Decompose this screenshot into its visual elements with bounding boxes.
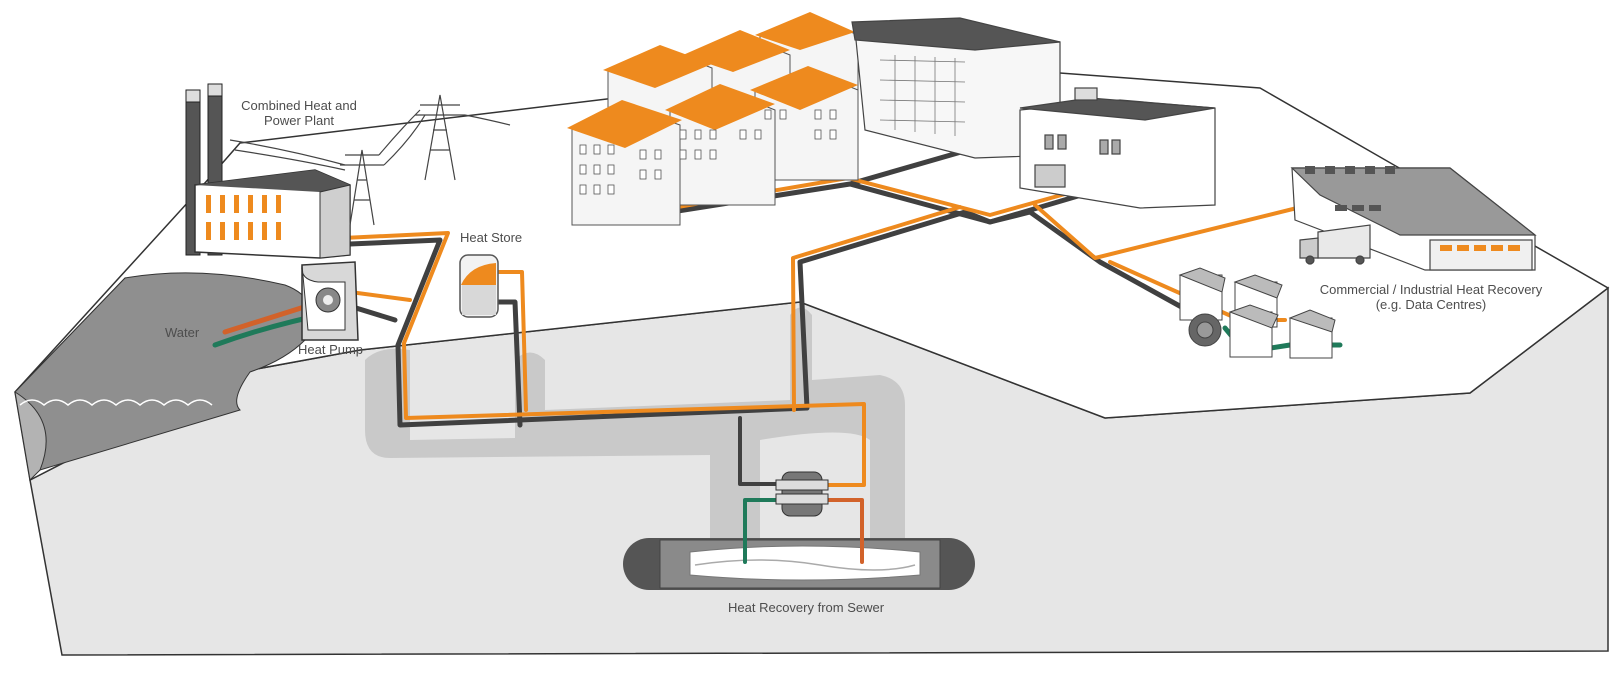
office-block: [851, 17, 1061, 159]
apartment-block: [750, 66, 859, 181]
heat-pump-label: Heat Pump: [298, 342, 364, 357]
return-pipe-sewer: [738, 416, 792, 486]
return-pipe-industrial: [1027, 209, 1208, 323]
industrial-building: [1290, 166, 1537, 271]
sewer-green-pipe: [743, 498, 792, 564]
water-body: [14, 272, 313, 482]
chp-label-line1: Combined Heat and: [241, 98, 357, 113]
hot-pipe-store: [488, 270, 528, 412]
heat-store-label: Heat Store: [460, 230, 523, 245]
chp-plant-label: Combined Heat and Power Plant: [238, 98, 360, 128]
heat-pump: [301, 261, 359, 341]
chp-plant: [185, 83, 351, 259]
sewer-pipe: [623, 538, 975, 590]
apartment-blocks: [567, 12, 859, 226]
heat-store: [459, 254, 499, 318]
commercial-heat-recovery-label: Commercial / Industrial Heat Recovery (e…: [1300, 282, 1562, 312]
apartment-block: [567, 100, 682, 226]
main-trench: [365, 307, 905, 545]
hot-pipe-sewer: [818, 498, 864, 564]
commercial-label-line1: Commercial / Industrial Heat Recovery: [1319, 282, 1543, 297]
commercial-label-line2: (e.g. Data Centres): [1375, 297, 1487, 312]
water-label: Water: [165, 325, 200, 340]
water-surface: [14, 272, 313, 471]
small-building: [1019, 87, 1216, 209]
sewer-heat-recovery-label: Heat Recovery from Sewer: [728, 600, 885, 615]
power-pylons: [229, 94, 511, 226]
water-waves: [19, 399, 213, 406]
hot-pipe-main: [341, 231, 866, 487]
sewer-heat-exchanger: [775, 471, 829, 517]
data-centre-racks: [1178, 267, 1336, 359]
pipe-trenches: [365, 307, 905, 545]
apartment-block: [665, 84, 776, 206]
chp-label-line2: Power Plant: [263, 113, 335, 128]
return-pipe-store: [494, 299, 523, 428]
